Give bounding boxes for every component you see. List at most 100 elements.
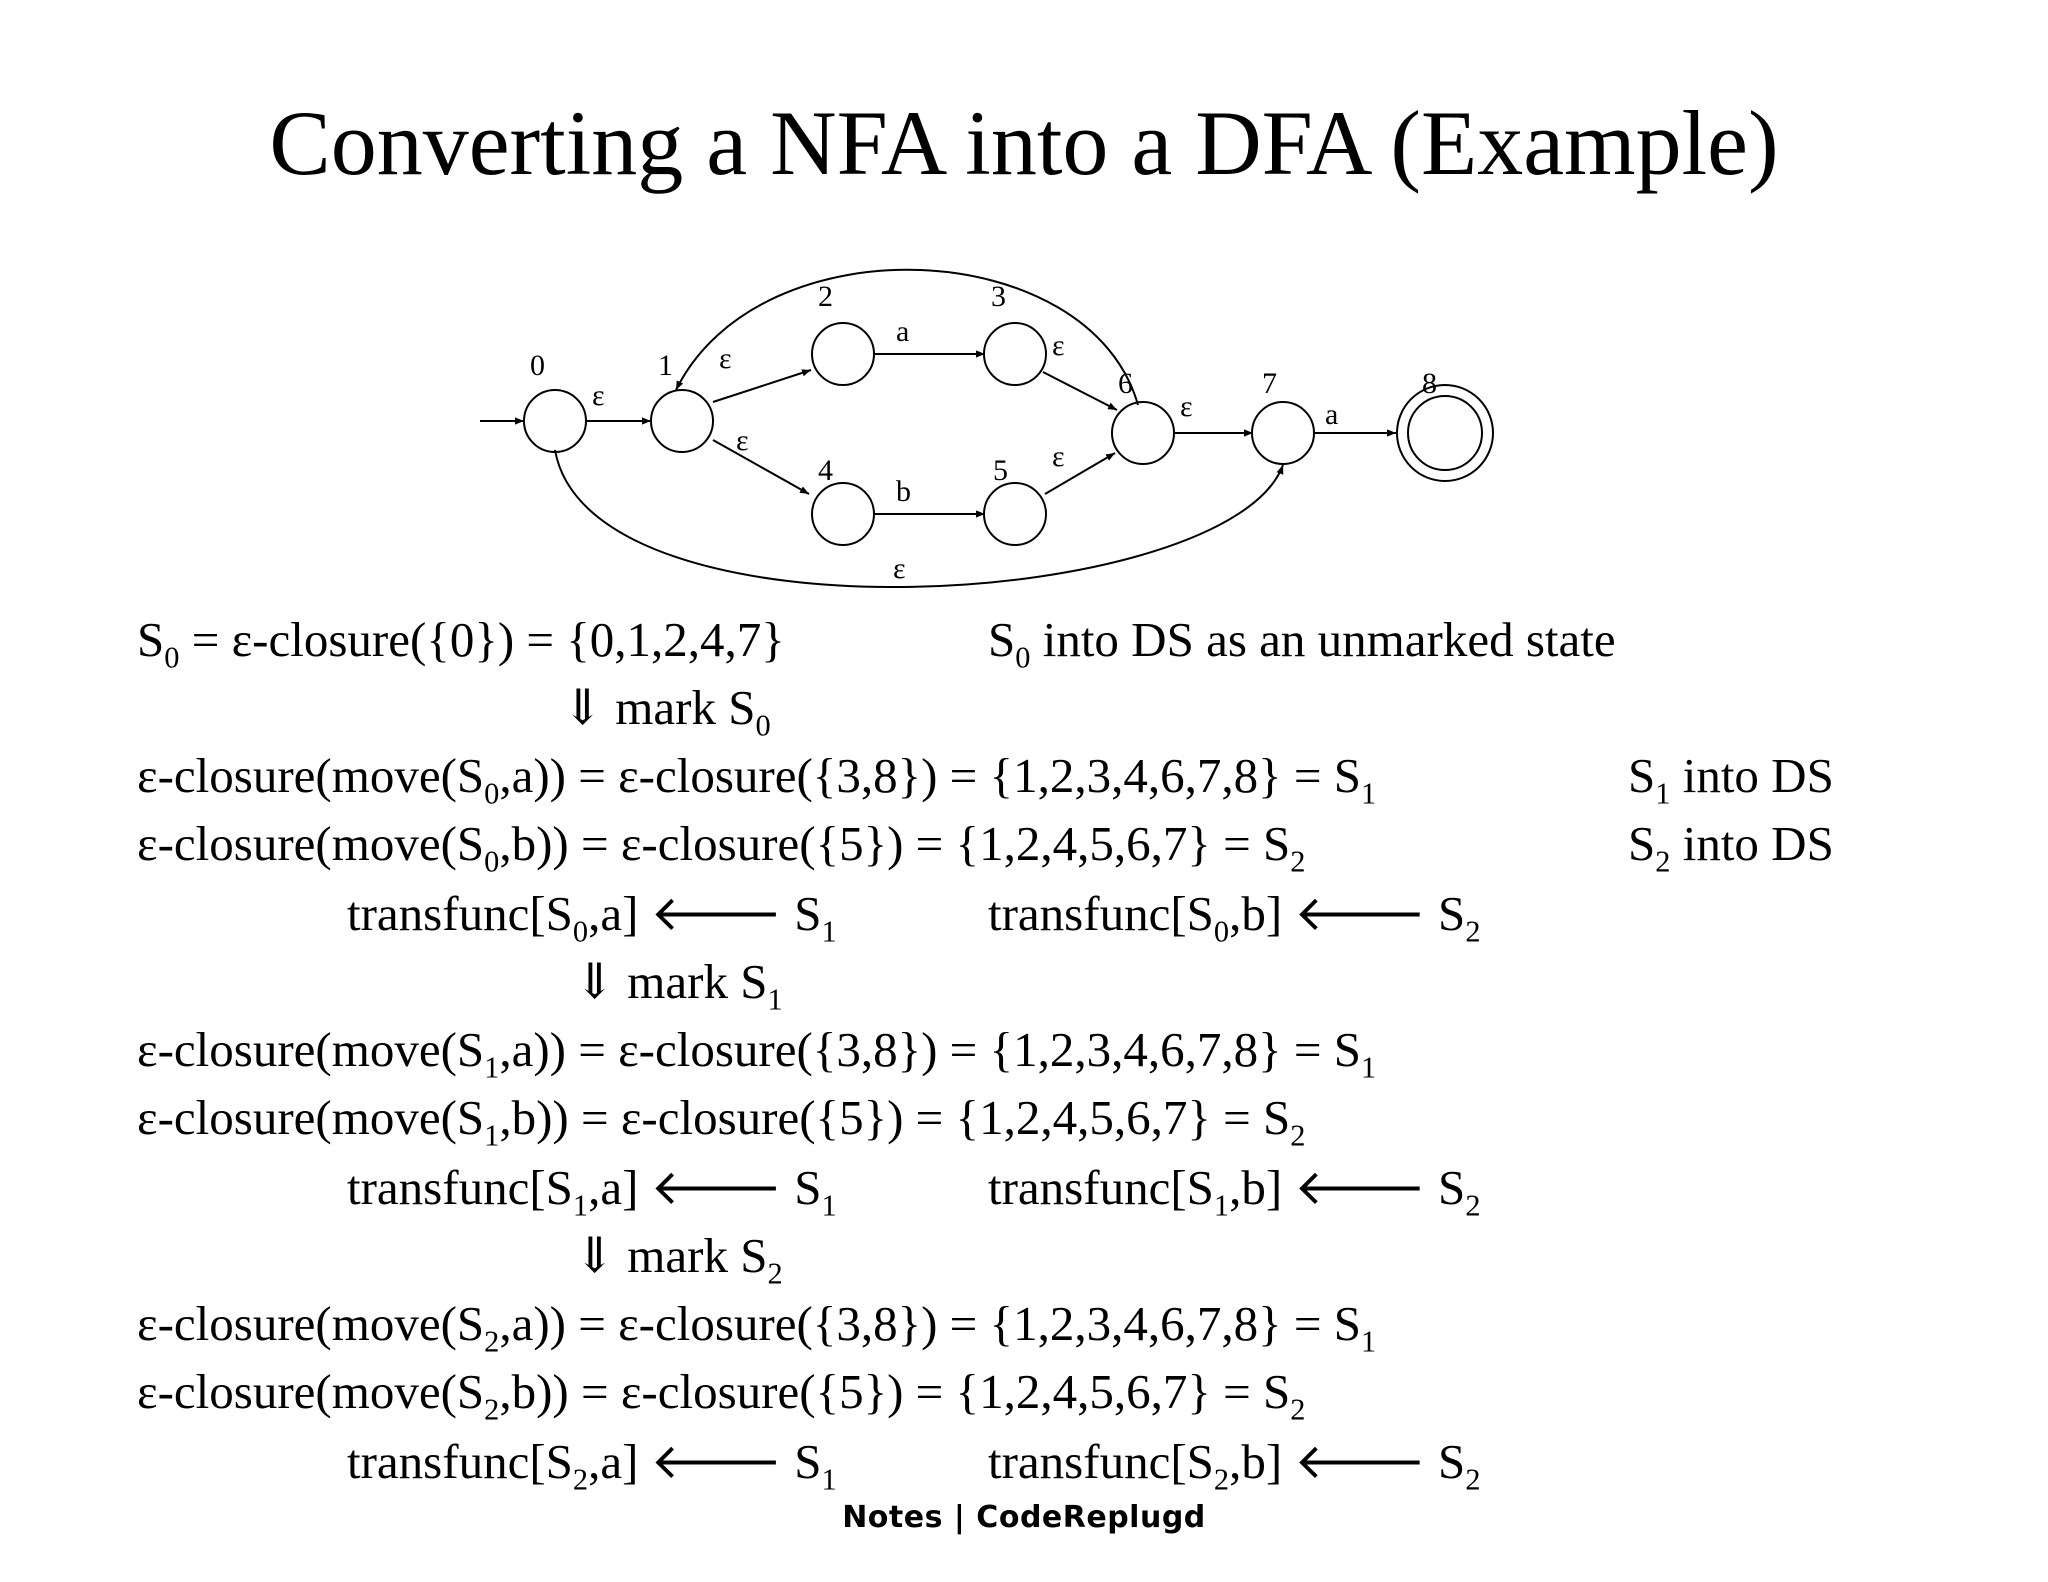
- equation-text: into DS: [1670, 748, 1834, 803]
- subscript: 2: [1290, 1392, 1306, 1427]
- edge-0-7: [554, 449, 1284, 588]
- s2-move-a-line: ε-closure(move(S2,a)) = ε-closure({3,8})…: [137, 1294, 1376, 1357]
- subscript: 1: [767, 982, 783, 1017]
- subscript: 1: [821, 1188, 837, 1223]
- edge-1-2: [712, 369, 812, 403]
- equation-text: ,a)) = ε-closure({3,8}) = {1,2,3,4,6,7,8…: [499, 748, 1361, 803]
- subscript: 1: [572, 1188, 589, 1223]
- edge-label-6-7: ε: [1180, 390, 1193, 423]
- state-label-7: 7: [1262, 367, 1277, 400]
- state-label-1: 1: [658, 349, 673, 382]
- subscript: 2: [1465, 1462, 1481, 1497]
- edge-6-1: [675, 268, 1139, 406]
- equation-text: transfunc[S: [347, 1434, 573, 1489]
- equation-text: ,a] 🡐 S: [588, 1434, 822, 1489]
- subscript: 2: [1465, 914, 1481, 949]
- equation-text: ε-closure(move(S: [137, 1296, 485, 1351]
- state-4: [811, 482, 875, 546]
- trans-s1-b-line: transfunc[S1,b] 🡐 S2: [988, 1158, 1481, 1221]
- equation-text: ,b] 🡐 S: [1229, 886, 1466, 941]
- equation-text: S: [1628, 748, 1656, 803]
- state-label-0: 0: [530, 349, 545, 382]
- equation-text: transfunc[S: [988, 1160, 1214, 1215]
- subscript: 0: [755, 708, 771, 743]
- subscript: 2: [1290, 1118, 1306, 1153]
- equation-text: ⇓ mark S: [562, 680, 756, 735]
- edge-label-1-4: ε: [736, 424, 749, 457]
- mark-s0-line: ⇓ mark S0: [562, 678, 771, 741]
- state-5: [983, 482, 1047, 546]
- state-0: [523, 389, 587, 453]
- equation-text: ⇓ mark S: [574, 1228, 768, 1283]
- subscript: 1: [484, 1050, 500, 1085]
- state-label-4: 4: [818, 454, 833, 487]
- equation-text: ,b] 🡐 S: [1229, 1434, 1466, 1489]
- equation-text: ,a)) = ε-closure({3,8}) = {1,2,3,4,6,7,8…: [499, 1296, 1361, 1351]
- subscript: 0: [1015, 640, 1031, 675]
- trans-s2-a-line: transfunc[S2,a] 🡐 S1: [347, 1432, 837, 1495]
- equation-text: ,a] 🡐 S: [588, 1160, 822, 1215]
- state-label-2: 2: [818, 280, 833, 313]
- subscript: 1: [821, 1462, 837, 1497]
- s1-move-a-line: ε-closure(move(S1,a)) = ε-closure({3,8})…: [137, 1020, 1376, 1083]
- edge-label-4-5: b: [896, 475, 911, 508]
- equation-text: = ε-closure({0}) = {0,1,2,4,7}: [179, 612, 785, 667]
- state-1: [650, 389, 714, 453]
- subscript: 1: [484, 1118, 500, 1153]
- s0-move-a-line: ε-closure(move(S0,a)) = ε-closure({3,8})…: [137, 746, 1376, 809]
- equation-text: ε-closure(move(S: [137, 1022, 485, 1077]
- subscript: 2: [1465, 1188, 1481, 1223]
- subscript: 1: [1360, 1050, 1377, 1085]
- equation-text: ,b)) = ε-closure({5}) = {1,2,4,5,6,7} = …: [499, 1090, 1291, 1145]
- edge-1-4: [712, 439, 810, 495]
- equation-text: ,b)) = ε-closure({5}) = {1,2,4,5,6,7} = …: [499, 816, 1291, 871]
- trans-s1-a-line: transfunc[S1,a] 🡐 S1: [347, 1158, 837, 1221]
- mark-s2-line: ⇓ mark S2: [574, 1226, 783, 1289]
- s1-move-b-line: ε-closure(move(S1,b)) = ε-closure({5}) =…: [137, 1088, 1305, 1151]
- equation-text: ε-closure(move(S: [137, 1364, 485, 1419]
- equation-text: ε-closure(move(S: [137, 748, 485, 803]
- edge-label-7-8: a: [1325, 398, 1338, 431]
- edge-label-0-1: ε: [592, 379, 605, 412]
- equation-text: ε-closure(move(S: [137, 816, 485, 871]
- subscript: 1: [821, 914, 837, 949]
- s1-into-ds-note: S1 into DS: [1628, 746, 1834, 809]
- edge-label-1-2: ε: [719, 342, 732, 375]
- s0-move-b-line: ε-closure(move(S0,b)) = ε-closure({5}) =…: [137, 814, 1305, 877]
- subscript: 1: [1360, 1324, 1377, 1359]
- state-6: [1111, 401, 1175, 465]
- subscript: 0: [572, 914, 589, 949]
- subscript: 0: [484, 776, 500, 811]
- subscript: 2: [572, 1462, 589, 1497]
- subscript: 2: [484, 1324, 500, 1359]
- equation-text: transfunc[S: [988, 1434, 1214, 1489]
- state-label-5: 5: [993, 454, 1008, 487]
- mark-s1-line: ⇓ mark S1: [574, 952, 783, 1015]
- trans-s2-b-line: transfunc[S2,b] 🡐 S2: [988, 1432, 1481, 1495]
- equation-text: S: [988, 612, 1016, 667]
- edge-label-0-7: ε: [893, 552, 906, 585]
- footer-credit: Notes | CodeReplugd: [842, 1500, 1206, 1535]
- edge-label-3-6: ε: [1052, 329, 1065, 362]
- s0-closure-line: S0 = ε-closure({0}) = {0,1,2,4,7}: [137, 610, 785, 673]
- subscript: 2: [767, 1256, 783, 1291]
- edge-label-5-6: ε: [1052, 440, 1065, 473]
- subscript: 1: [1655, 776, 1671, 811]
- subscript: 2: [484, 1392, 500, 1427]
- s2-move-b-line: ε-closure(move(S2,b)) = ε-closure({5}) =…: [137, 1362, 1305, 1425]
- equation-text: into DS as an unmarked state: [1030, 612, 1616, 667]
- slide-title: Converting a NFA into a DFA (Example): [269, 92, 1779, 194]
- trans-s0-b-line: transfunc[S0,b] 🡐 S2: [988, 884, 1481, 947]
- subscript: 0: [164, 640, 180, 675]
- nfa-diagram: 0 1 2 3 4 5 6 7 8 ε ε ε a b ε ε ε a ε: [480, 268, 1494, 588]
- state-2: [811, 322, 875, 386]
- equation-text: ε-closure(move(S: [137, 1090, 485, 1145]
- state-label-6: 6: [1118, 367, 1133, 400]
- trans-s0-a-line: transfunc[S0,a] 🡐 S1: [347, 884, 837, 947]
- equation-text: into DS: [1670, 816, 1834, 871]
- equation-text: S: [1628, 816, 1656, 871]
- subscript: 1: [1360, 776, 1377, 811]
- s0-into-ds-note: S0 into DS as an unmarked state: [988, 610, 1616, 673]
- equation-text: ,b)) = ε-closure({5}) = {1,2,4,5,6,7} = …: [499, 1364, 1291, 1419]
- equation-text: ,b] 🡐 S: [1229, 1160, 1466, 1215]
